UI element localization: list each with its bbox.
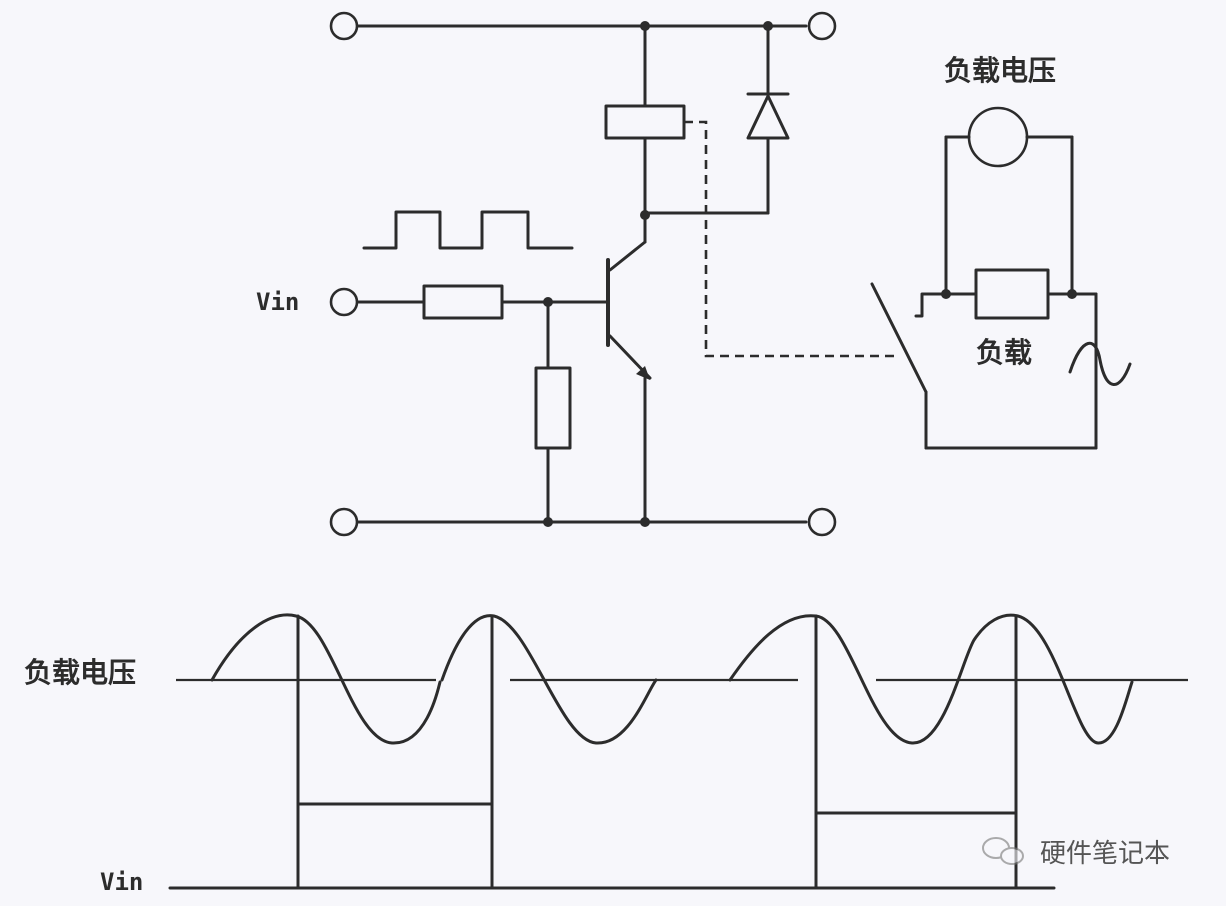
load-label: 负载: [976, 336, 1032, 369]
input-pulse-symbol: [362, 210, 574, 250]
base-resistor: [422, 284, 504, 320]
load-voltage-wave-1: [210, 613, 442, 745]
input-branch: [329, 284, 610, 524]
pulldown-resistor: [534, 366, 572, 450]
wechat-icon: [982, 837, 1024, 865]
top-right-terminal: [807, 11, 837, 41]
vin-terminal: [329, 287, 359, 317]
bottom-left-terminal: [329, 507, 359, 537]
vin-label: Vin: [256, 288, 299, 316]
ac-source-icon: [1068, 341, 1132, 386]
relay-link: [684, 120, 898, 358]
relay-coil: [604, 24, 686, 220]
top-rail: [329, 11, 837, 41]
waveform-vin-label: Vin: [100, 868, 143, 896]
top-left-terminal: [329, 11, 359, 41]
relay-switch-contact: [870, 282, 928, 394]
load-resistor: [974, 268, 1050, 320]
load-circuit: 负载电压 负载: [870, 54, 1132, 450]
waveform-panel: 负载电压 Vin: [24, 613, 1188, 896]
load-voltage-wave-2: [440, 614, 658, 745]
waveform-load-voltage-label: 负载电压: [24, 656, 136, 689]
npn-transistor: [606, 213, 652, 524]
voltmeter: [967, 106, 1029, 168]
bottom-right-terminal: [807, 507, 837, 537]
watermark: 硬件笔记本: [982, 837, 1170, 869]
flyback-diode: [643, 24, 790, 215]
watermark-text: 硬件笔记本: [1040, 839, 1170, 869]
bottom-rail: [329, 507, 837, 537]
load-voltage-label: 负载电压: [944, 54, 1056, 87]
